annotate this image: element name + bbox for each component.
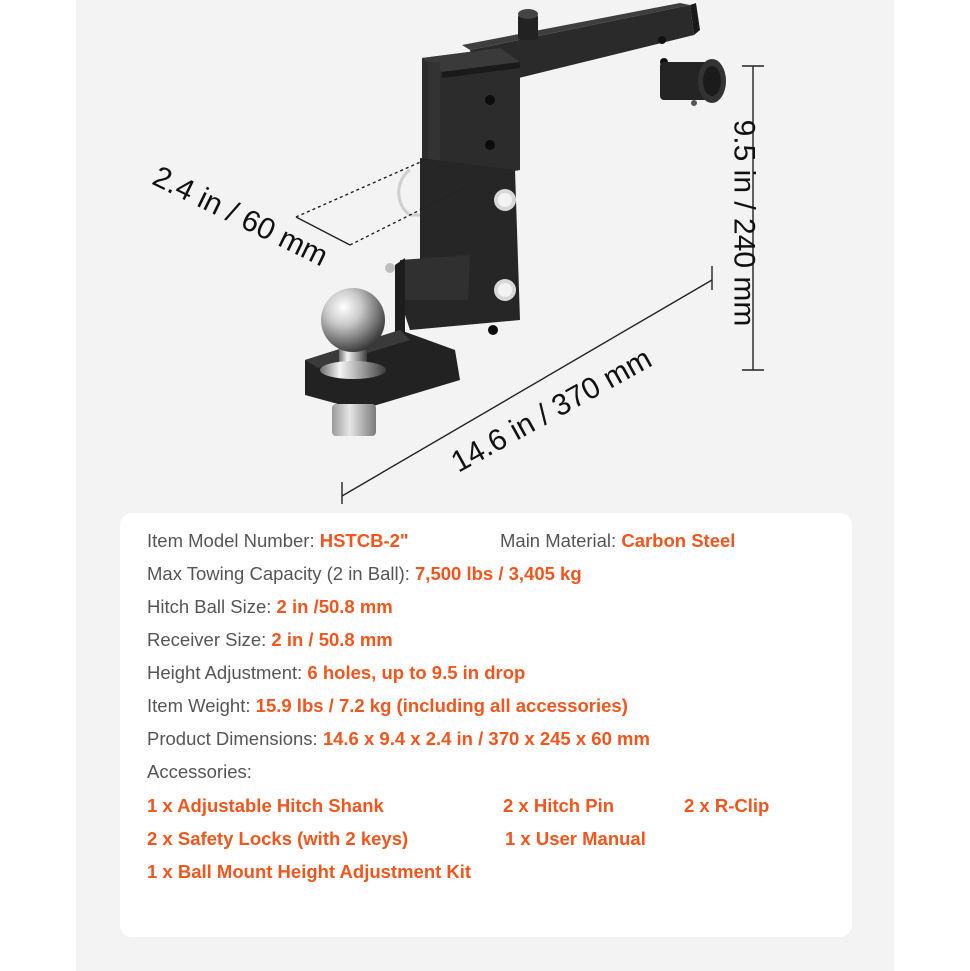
height-dimension-label: 9.5 in / 240 mm [727, 119, 761, 327]
hitch-pin [660, 59, 726, 106]
accessory-item: 2 x Hitch Pin [503, 795, 615, 816]
spec-value: 7,500 lbs / 3,405 kg [415, 563, 582, 584]
spec-model: Item Model Number: HSTCB-2" [147, 530, 409, 552]
spec-value: Carbon Steel [621, 530, 736, 551]
spec-label: Height Adjustment: [147, 662, 308, 683]
accessories-heading: Accessories: [147, 761, 252, 783]
accessory-item: 1 x Ball Mount Height Adjustment Kit [147, 861, 472, 882]
hitch-illustration [295, 3, 764, 504]
specs-card: Item Model Number: HSTCB-2" Main Materia… [120, 513, 852, 937]
spec-value: 14.6 x 9.4 x 2.4 in / 370 x 245 x 60 mm [322, 728, 650, 749]
spec-value: 2 in / 50.8 mm [271, 629, 393, 650]
accessory-item: 1 x User Manual [505, 828, 646, 849]
accessory-item: 2 x R-Clip [684, 795, 770, 816]
spec-value: 6 holes, up to 9.5 in drop [307, 662, 526, 683]
spec-value: 2 in /50.8 mm [276, 596, 393, 617]
spec-label: Max Towing Capacity (2 in Ball): [147, 563, 416, 584]
spec-value: HSTCB-2" [319, 530, 409, 551]
dimension-lines [295, 65, 764, 504]
spec-ball-size: Hitch Ball Size: 2 in /50.8 mm [147, 596, 393, 618]
spec-height-adjustment: Height Adjustment: 6 holes, up to 9.5 in… [147, 662, 525, 684]
spec-towing: Max Towing Capacity (2 in Ball): 7,500 l… [147, 563, 582, 585]
hitch-ball [320, 288, 386, 436]
spec-label: Receiver Size: [147, 629, 272, 650]
spec-label: Main Material: [500, 530, 622, 551]
lock-knob [518, 9, 538, 40]
accessory-item: 1 x Adjustable Hitch Shank [147, 795, 384, 816]
spec-dimensions: Product Dimensions: 14.6 x 9.4 x 2.4 in … [147, 728, 650, 750]
r-clip [385, 168, 420, 273]
spec-label: Hitch Ball Size: [147, 596, 277, 617]
accessory-item: 2 x Safety Locks (with 2 keys) [147, 828, 409, 849]
accessories-label: Accessories: [147, 761, 252, 782]
spec-label: Product Dimensions: [147, 728, 323, 749]
spec-label: Item Weight: [147, 695, 256, 716]
spec-label: Item Model Number: [147, 530, 320, 551]
drop-shank [422, 48, 520, 185]
spec-weight: Item Weight: 15.9 lbs / 7.2 kg (includin… [147, 695, 628, 717]
spec-material: Main Material: Carbon Steel [500, 530, 735, 552]
spec-value: 15.9 lbs / 7.2 kg (including all accesso… [255, 695, 628, 716]
spec-receiver: Receiver Size: 2 in / 50.8 mm [147, 629, 393, 651]
